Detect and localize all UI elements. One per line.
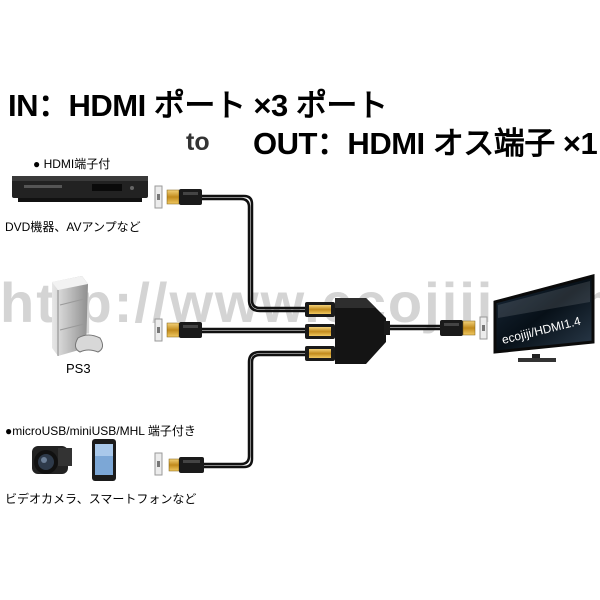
headline-to: to [186, 128, 210, 156]
micro-plug-mobile [154, 452, 204, 476]
source-dvd-caption: DVD機器、AVアンプなど [5, 220, 141, 234]
dvd-recorder-icon [12, 176, 148, 202]
smartphone-icon [92, 439, 116, 481]
headline-output-spec: OUT：HDMI オス端子 ×1 [253, 126, 598, 161]
hdmi-plug-dvd [154, 185, 202, 209]
hdmi-plug-ps3 [154, 318, 202, 342]
ps3-console-icon [52, 276, 104, 356]
tv-icon [493, 274, 595, 362]
hdmi-ports [305, 302, 335, 361]
source-mobile-title: ●microUSB/miniUSB/MHL 端子付き [5, 424, 196, 438]
headline-input-spec: IN：HDMI ポート ×3 ポート [8, 88, 388, 123]
splitter-hub [335, 298, 390, 364]
source-dvd-title: ● HDMI端子付 [33, 157, 111, 171]
video-camera-icon [32, 446, 72, 474]
source-mobile-caption: ビデオカメラ、スマートフォンなど [5, 492, 197, 506]
source-ps3-caption: PS3 [66, 361, 91, 376]
hdmi-plug-output [440, 316, 488, 340]
cables [202, 194, 440, 469]
